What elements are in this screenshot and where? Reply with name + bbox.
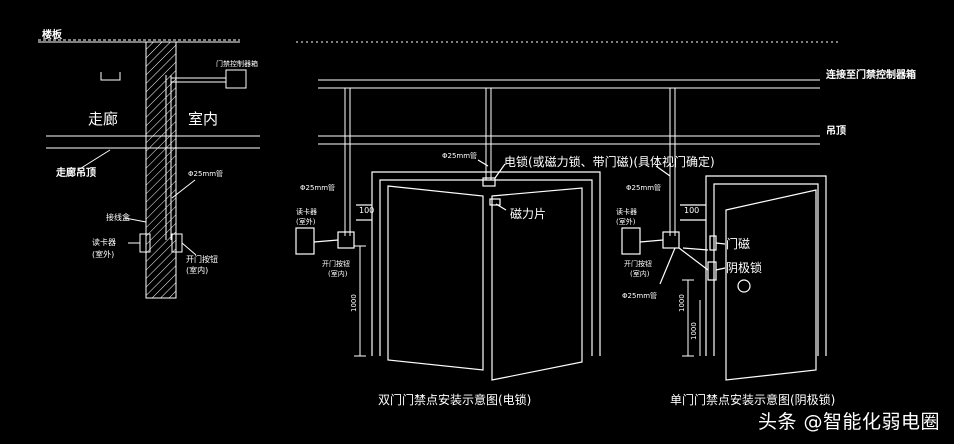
label-corridor: 走廊 (88, 110, 118, 128)
label-dim-1000-right-b: 1000 (690, 322, 698, 340)
magnet-plate (489, 198, 501, 206)
label-ceiling: 吊顶 (826, 125, 846, 137)
labels: 楼板 走廊 室内 门禁控制器箱 走廊吊顶 Φ25mm管 接线盒 读卡器 (室外)… (42, 28, 916, 407)
label-pipe-25-left: Φ25mm管 (188, 169, 223, 178)
card-reader-right (621, 227, 641, 255)
door-frame-double (371, 171, 601, 356)
label-dim-1000-mid: 1000 (350, 294, 358, 312)
door-handle (737, 279, 751, 293)
card-reader-mid (295, 227, 315, 255)
label-dim-1000-right-a: 1000 (678, 294, 686, 312)
label-open-btn-left-2: (室内) (186, 265, 208, 275)
label-reader-left-2: (室外) (92, 249, 114, 259)
electric-lock (482, 177, 496, 187)
caption-double-door: 双门门禁点安装示意图(电锁) (378, 392, 531, 407)
label-reader-mid-2: (室外) (296, 217, 316, 226)
label-open-btn-right-1: 开门按钮 (624, 259, 652, 268)
door-leaf-left (387, 185, 484, 371)
label-junction-box: 接线盒 (106, 212, 130, 222)
single-door (621, 165, 827, 381)
label-reader-left-1: 读卡器 (92, 237, 116, 247)
label-door-contact: 门磁 (726, 236, 750, 251)
watermark: 头条 @智能化弱电圈 (757, 411, 940, 433)
door-frame-single (705, 175, 827, 356)
label-open-btn-right-2: (室内) (630, 269, 650, 278)
label-pipe-25-mid-top: Φ25mm管 (442, 151, 477, 160)
label-floor-slab: 楼板 (42, 28, 63, 41)
label-door-ctrl-box: 门禁控制器箱 (216, 59, 258, 68)
label-reader-mid-1: 读卡器 (296, 207, 317, 216)
label-open-btn-left-1: 开门按钮 (186, 254, 218, 264)
label-reader-right-2: (室外) (616, 217, 636, 226)
left-section (38, 39, 260, 299)
door-leaf-right (491, 187, 583, 381)
label-magnet-plate: 磁力片 (510, 206, 546, 221)
door-controller-box (225, 69, 247, 89)
caption-single-door: 单门门禁点安装示意图(阴极锁) (670, 392, 835, 407)
label-pipe-25-right-top: Φ25mm管 (626, 183, 661, 192)
bracket-symbol (100, 72, 121, 81)
label-reader-right-1: 读卡器 (616, 207, 637, 216)
label-dim-100-right: 100 (684, 206, 699, 215)
label-cathode-lock: 阴极锁 (726, 260, 762, 275)
open-button-mid (337, 231, 355, 249)
label-connect-ctrl: 连接至门禁控制器箱 (826, 68, 916, 81)
label-elock-note: 电锁(或磁力锁、带门磁)(具体视门确定) (504, 154, 715, 169)
ceiling-structure (296, 41, 840, 236)
label-open-btn-mid-2: (室内) (328, 269, 348, 278)
label-indoor: 室内 (188, 110, 218, 128)
label-dim-100-mid: 100 (359, 206, 374, 215)
label-corridor-ceiling: 走廊吊顶 (55, 166, 96, 179)
open-button-right (662, 231, 680, 249)
cathode-lock (707, 261, 717, 281)
door-contact (709, 235, 717, 251)
label-pipe-25-mid-left: Φ25mm管 (300, 183, 335, 192)
door-leaf-single (725, 189, 817, 381)
label-pipe-25-right-low: Φ25mm管 (622, 291, 657, 300)
double-door (295, 159, 601, 381)
label-open-btn-mid-1: 开门按钮 (322, 259, 350, 268)
